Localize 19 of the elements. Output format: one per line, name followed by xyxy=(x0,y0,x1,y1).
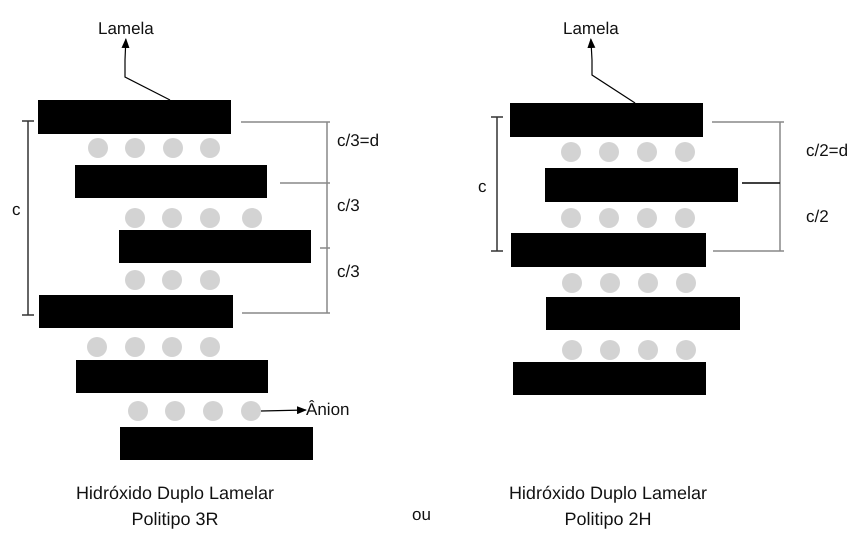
dimension-label: c xyxy=(478,177,486,197)
dimension-label: c/3 xyxy=(337,196,360,216)
leader-arrow xyxy=(587,38,636,104)
callout-label: Lamela xyxy=(98,19,154,39)
dimension-label: c xyxy=(12,200,20,220)
dimension-label: c/2=d xyxy=(806,141,848,161)
caption: Hidróxido Duplo Lamelar Politipo 3R xyxy=(74,482,276,531)
layer-bar xyxy=(38,100,231,134)
anion-sphere xyxy=(241,401,261,421)
leader-arrow xyxy=(122,38,170,101)
leader-arrow xyxy=(260,406,307,414)
caption: Hidróxido Duplo Lamelar Politipo 2H xyxy=(508,482,708,531)
callout-label: Ânion xyxy=(306,400,350,420)
dimension-label: c/3 xyxy=(337,262,360,282)
conjunction-text: ou xyxy=(412,505,431,525)
callout-label: Lamela xyxy=(563,19,619,39)
layer-bar xyxy=(510,103,703,137)
dimension-label: c/2 xyxy=(806,207,829,227)
dimension-label: c/3=d xyxy=(337,131,380,151)
